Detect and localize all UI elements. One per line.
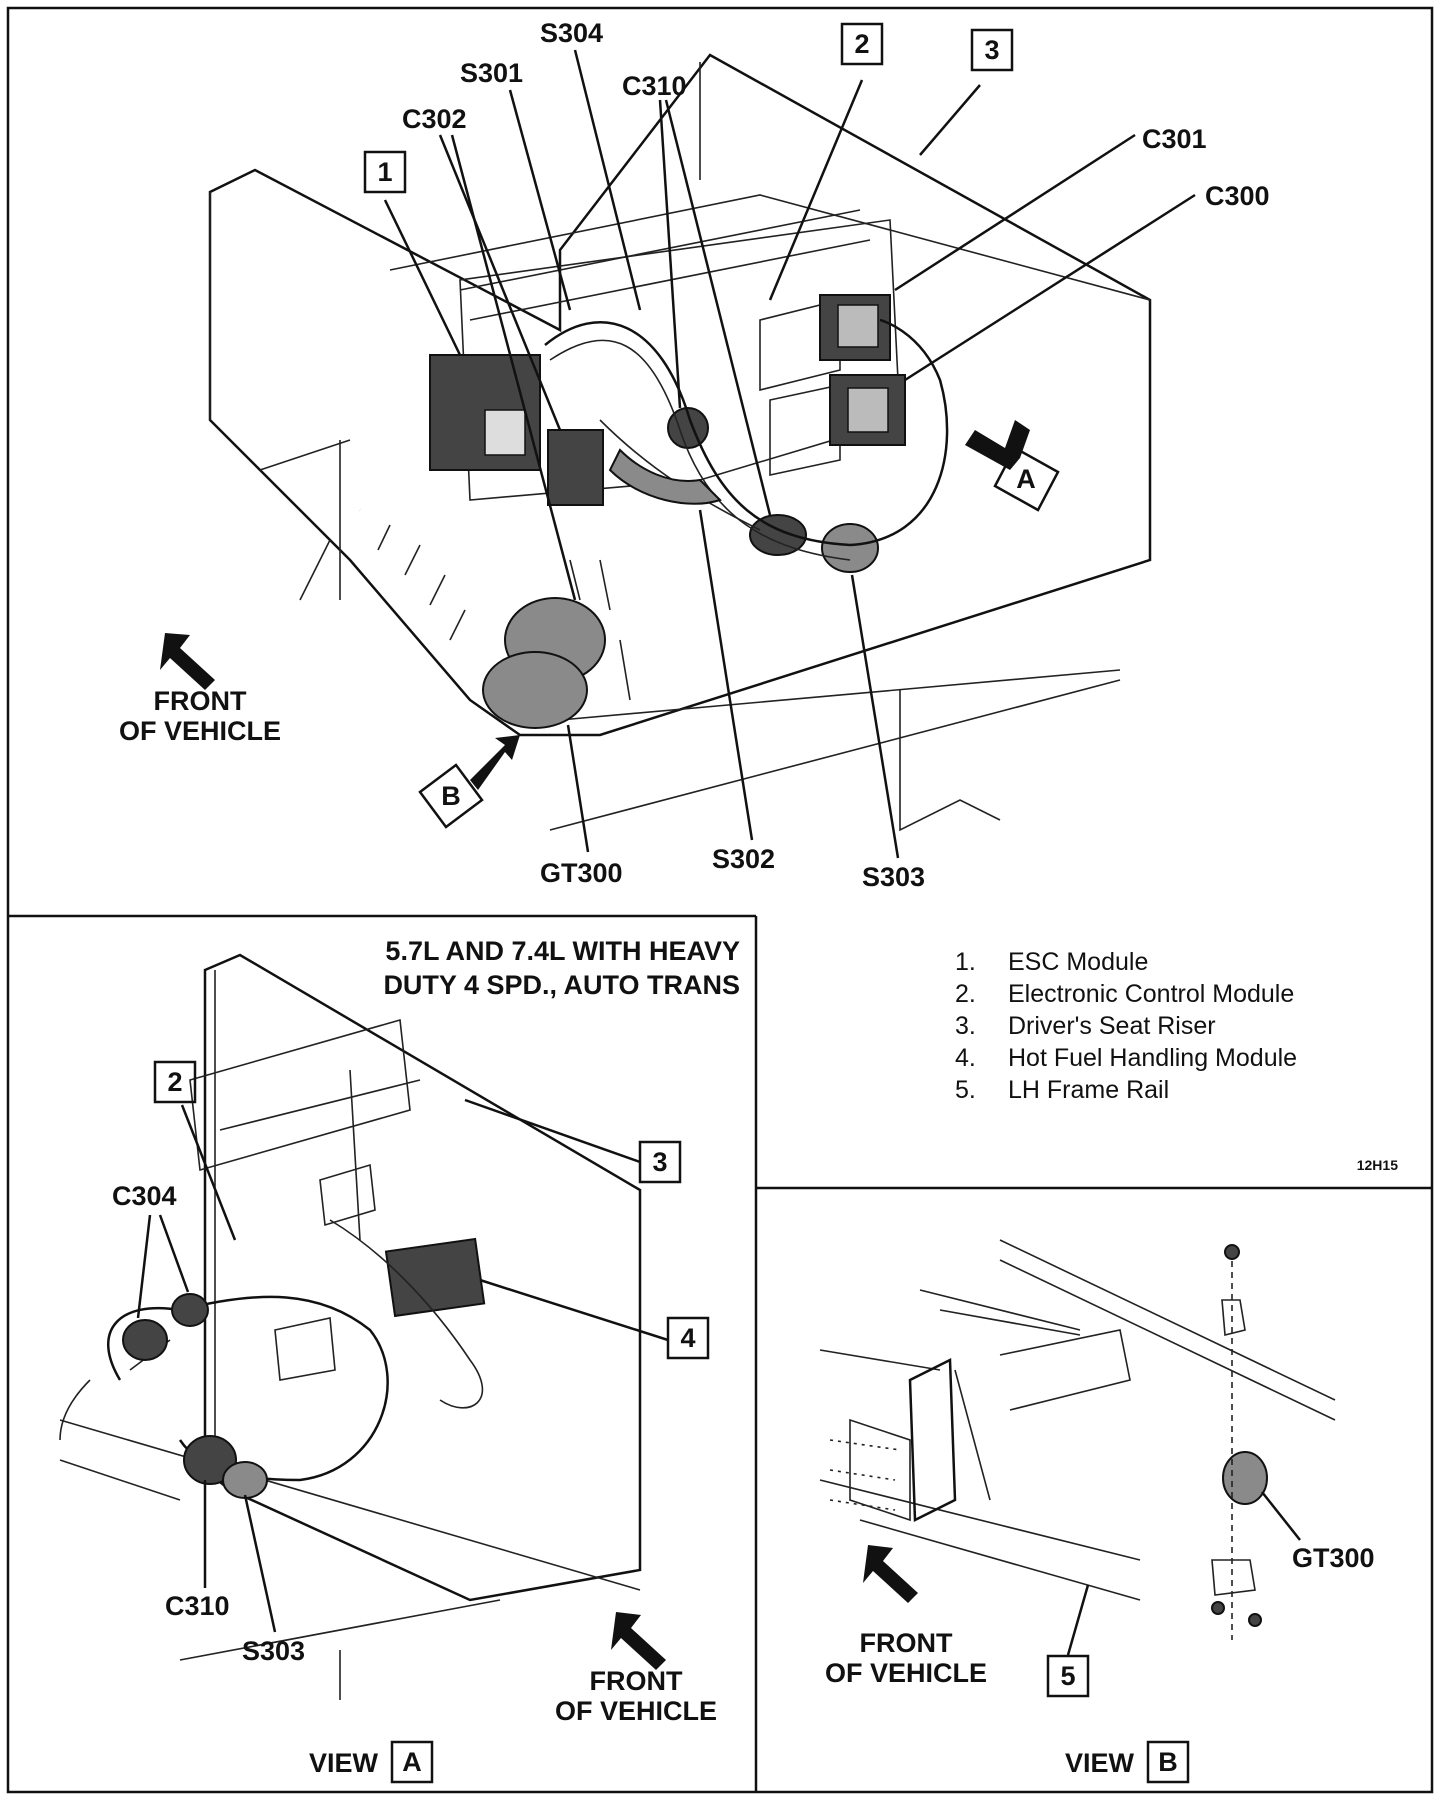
view-a-heading-line1: 5.7L AND 7.4L WITH HEAVY <box>385 936 740 966</box>
label-gt300: GT300 <box>540 858 623 888</box>
arrow-icon <box>965 420 1030 470</box>
label-c310: C310 <box>622 71 687 101</box>
svg-text:ESC Module: ESC Module <box>1008 948 1148 976</box>
arrow-icon <box>863 1545 918 1603</box>
front-of-vehicle-view-b: FRONT OF VEHICLE <box>825 1545 987 1688</box>
label-c304: C304 <box>112 1181 177 1211</box>
legend-item: 2. Electronic Control Module <box>955 980 1294 1008</box>
svg-text:LH Frame Rail: LH Frame Rail <box>1008 1076 1169 1104</box>
label-c301: C301 <box>1142 124 1207 154</box>
arrow-icon <box>611 1612 666 1670</box>
svg-text:OF VEHICLE: OF VEHICLE <box>555 1696 717 1726</box>
callout-2: 2 <box>854 29 869 59</box>
label-c300: C300 <box>1205 181 1270 211</box>
label-c310-view-a: C310 <box>165 1591 230 1621</box>
svg-text:A: A <box>402 1747 422 1777</box>
callout-3: 3 <box>984 35 999 65</box>
svg-text:5.: 5. <box>955 1076 976 1104</box>
callout-1: 1 <box>377 157 392 187</box>
view-a-heading-line2: DUTY 4 SPD., AUTO TRANS <box>383 970 740 1000</box>
arrow-icon <box>160 633 215 690</box>
svg-text:1.: 1. <box>955 948 976 976</box>
view-marker-b: B <box>418 735 520 829</box>
svg-text:Hot Fuel Handling Module: Hot Fuel Handling Module <box>1008 1044 1297 1072</box>
panel-frames <box>6 6 1434 1794</box>
top-callouts: 1 2 3 <box>363 22 1014 194</box>
callout-view-b-5: 5 <box>1060 1661 1075 1691</box>
svg-text:FRONT: FRONT <box>860 1628 953 1658</box>
view-b-title: VIEW B <box>1065 1740 1190 1784</box>
top-labels: S304 S301 C310 C302 C301 C300 GT300 S302… <box>402 18 1270 892</box>
arrow-icon <box>470 735 520 790</box>
label-gt300-view-b: GT300 <box>1292 1543 1375 1573</box>
svg-text:OF VEHICLE: OF VEHICLE <box>119 716 281 746</box>
svg-text:Driver's Seat Riser: Driver's Seat Riser <box>1008 1012 1216 1040</box>
legend-item: 3. Driver's Seat Riser <box>955 1012 1216 1040</box>
svg-text:2.: 2. <box>955 980 976 1008</box>
label-s304: S304 <box>540 18 603 48</box>
front-of-vehicle-top: FRONT OF VEHICLE <box>119 633 281 746</box>
label-s303: S303 <box>862 862 925 892</box>
svg-text:FRONT: FRONT <box>590 1666 683 1696</box>
svg-text:VIEW: VIEW <box>309 1748 379 1778</box>
label-s302: S302 <box>712 844 775 874</box>
view-a-title: VIEW A <box>309 1740 434 1784</box>
top-illustration <box>208 53 1152 832</box>
svg-text:Electronic Control Module: Electronic Control Module <box>1008 980 1294 1008</box>
svg-text:VIEW: VIEW <box>1065 1748 1135 1778</box>
svg-text:OF VEHICLE: OF VEHICLE <box>825 1658 987 1688</box>
front-of-vehicle-view-a: FRONT OF VEHICLE <box>555 1612 717 1726</box>
callout-view-a-4: 4 <box>680 1323 695 1353</box>
figure-code: 12H15 <box>1357 1157 1398 1173</box>
view-a-illustration <box>59 953 642 1700</box>
svg-text:B: B <box>441 781 461 811</box>
callout-view-a-2: 2 <box>167 1067 182 1097</box>
label-s303-view-a: S303 <box>242 1636 305 1666</box>
view-b-labels: GT300 5 <box>1046 1491 1375 1698</box>
legend: 1. ESC Module 2. Electronic Control Modu… <box>955 948 1398 1173</box>
label-c302: C302 <box>402 104 467 134</box>
view-marker-a: A <box>965 420 1060 512</box>
svg-text:B: B <box>1158 1747 1178 1777</box>
svg-text:3.: 3. <box>955 1012 976 1040</box>
view-b-illustration <box>819 1239 1336 1640</box>
top-leaders <box>383 49 1196 859</box>
view-a-labels: C304 C310 S303 <box>112 1098 669 1666</box>
callout-view-a-3: 3 <box>652 1147 667 1177</box>
svg-text:FRONT: FRONT <box>154 686 247 716</box>
legend-item: 4. Hot Fuel Handling Module <box>955 1044 1297 1072</box>
label-s301: S301 <box>460 58 523 88</box>
legend-item: 1. ESC Module <box>955 948 1148 976</box>
svg-text:4.: 4. <box>955 1044 976 1072</box>
view-a-callouts: 2 3 4 <box>153 1060 710 1360</box>
view-a-heading: 5.7L AND 7.4L WITH HEAVY DUTY 4 SPD., AU… <box>383 936 740 1000</box>
svg-text:A: A <box>1016 464 1036 494</box>
legend-item: 5. LH Frame Rail <box>955 1076 1169 1104</box>
